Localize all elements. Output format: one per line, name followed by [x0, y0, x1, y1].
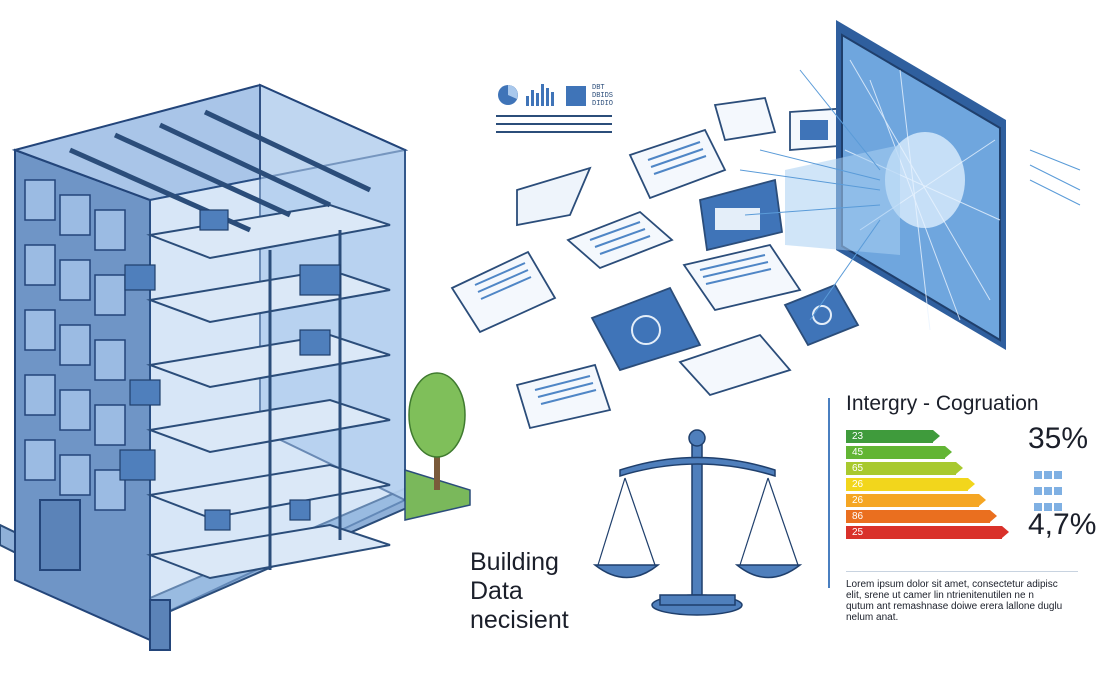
energy-rating-bar: 23 — [846, 430, 940, 443]
energy-rating-bars: 23 45 65 26 26 86 25 — [846, 430, 1009, 542]
mini-indicator — [1034, 498, 1074, 511]
building-data-caption: Building Data necisient — [470, 548, 569, 635]
energy-rating-bar: 26 — [846, 494, 986, 507]
caption-line: necisient — [470, 606, 569, 634]
body-line: qutum ant remashnase doiwe erera lallone… — [846, 601, 1063, 612]
panel-title: Intergry - Cogruation — [846, 392, 1039, 415]
mini-indicator — [1034, 466, 1074, 479]
building-illustration — [0, 83, 426, 651]
divider-line — [846, 571, 1078, 572]
energy-rating-bar: 65 — [846, 462, 963, 475]
mini-chart-icons — [496, 84, 612, 133]
body-line: elit, srene ut camer lin ntrienitenutile… — [846, 590, 1034, 601]
mini-chart-label: DBT DBIDS DIDIO — [592, 84, 613, 108]
energy-rating-bar: 25 — [846, 526, 1009, 539]
panel-body-text: Lorem ipsum dolor sit amet, consectetur … — [846, 579, 1078, 623]
floating-documents — [450, 97, 860, 430]
caption-line: Building — [470, 548, 559, 576]
mini-chart-label-line: DIDIO — [592, 100, 614, 108]
scanner-screen — [739, 20, 1081, 350]
value-top: 35% — [1028, 422, 1089, 455]
body-line: Lorem ipsum dolor sit amet, consectetur … — [846, 579, 1058, 590]
mini-chart-label-line: DBT — [592, 84, 605, 92]
caption-line: Data — [470, 577, 523, 605]
energy-rating-bar: 86 — [846, 510, 997, 523]
mini-indicator — [1034, 482, 1074, 495]
tree-illustration — [404, 372, 471, 521]
energy-rating-bar: 26 — [846, 478, 975, 491]
mini-chart-label-line: DBIDS — [592, 92, 614, 100]
value-bottom: 4,7% — [1028, 508, 1096, 541]
energy-rating-panel: Intergry - Cogruation 23 45 65 26 26 86 25 35%… — [828, 388, 1096, 623]
body-line: nelum anat. — [846, 612, 899, 623]
panel-divider — [828, 398, 830, 588]
energy-rating-bar: 45 — [846, 446, 952, 459]
scales-icon — [592, 429, 803, 616]
